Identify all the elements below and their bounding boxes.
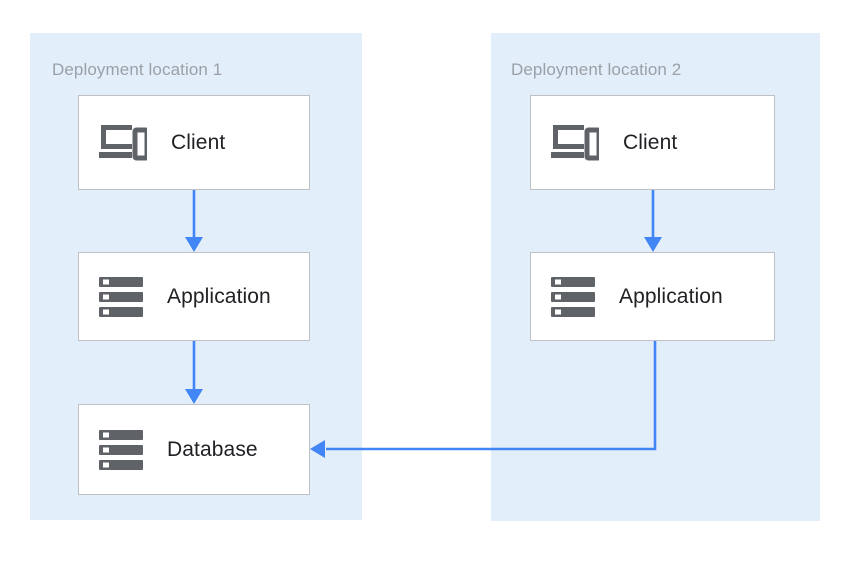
node-label: Application (167, 284, 271, 308)
client-devices-icon (551, 123, 599, 163)
node-application-2[interactable]: Application (530, 252, 775, 341)
server-icon (99, 428, 143, 472)
node-label: Client (623, 130, 678, 154)
client-devices-icon (99, 123, 147, 163)
node-database-1[interactable]: Database (78, 404, 310, 495)
node-client-2[interactable]: Client (530, 95, 775, 190)
node-label: Client (171, 130, 226, 154)
node-label: Database (167, 437, 258, 461)
server-icon (551, 275, 595, 319)
deployment-location-1-label: Deployment location 1 (52, 60, 223, 79)
node-label: Application (619, 284, 723, 308)
server-icon (99, 275, 143, 319)
node-application-1[interactable]: Application (78, 252, 310, 341)
node-client-1[interactable]: Client (78, 95, 310, 190)
deployment-location-2-label: Deployment location 2 (511, 60, 682, 79)
